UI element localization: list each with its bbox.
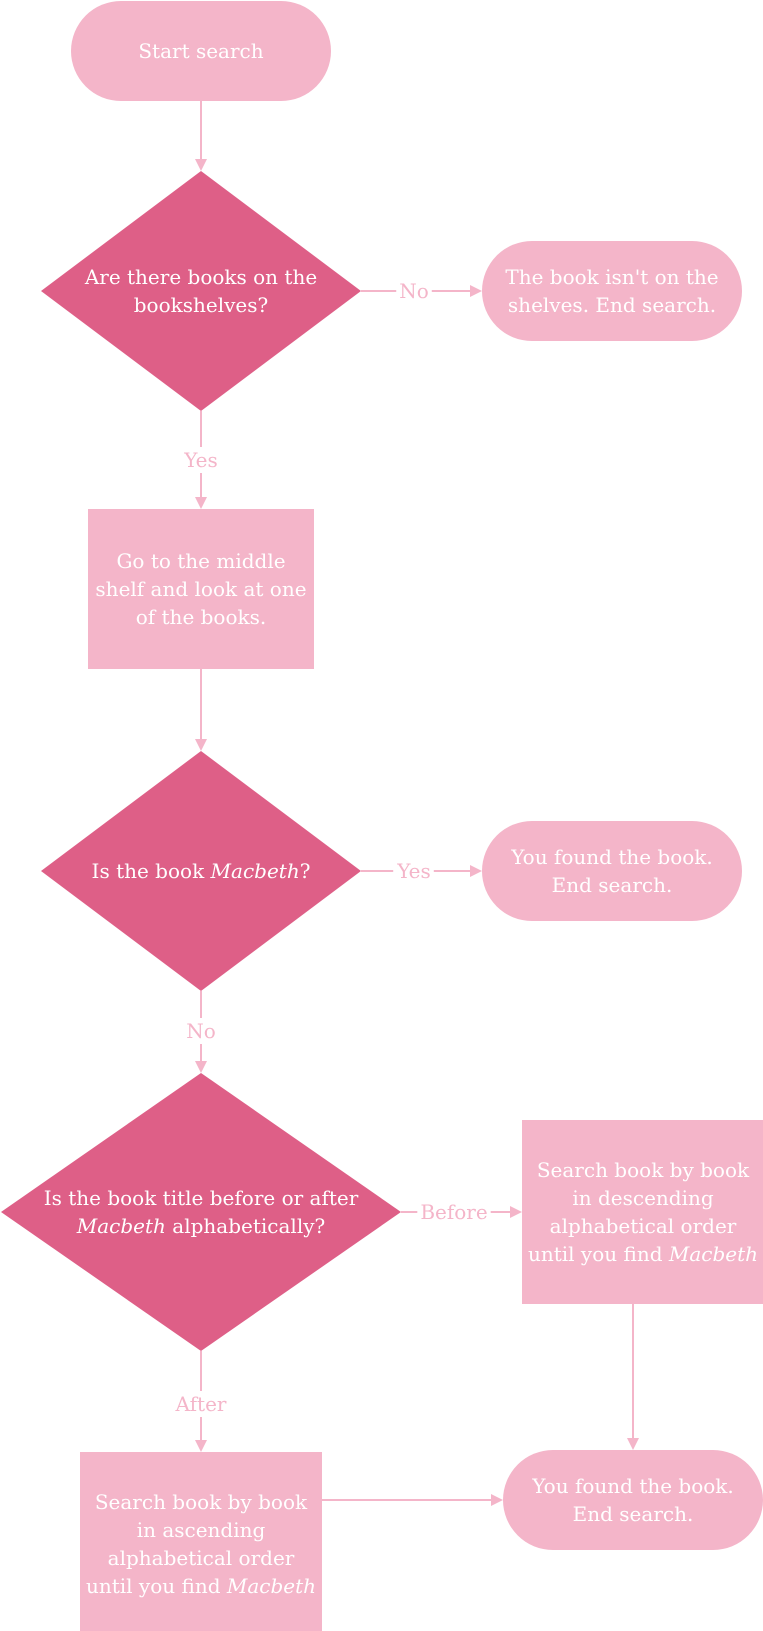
arrowhead	[195, 159, 207, 171]
node-text-segment: shelf and look at one	[95, 577, 306, 601]
node-text-segment: in descending	[572, 1186, 714, 1210]
node-text-segment: Is the book	[92, 859, 211, 883]
arrowhead	[510, 1206, 522, 1218]
edge-label-text: After	[175, 1392, 227, 1416]
node-text: You found the book. End search.	[510, 845, 713, 897]
arrowhead	[627, 1438, 639, 1450]
node-found-2: You found the book. End search.	[503, 1450, 763, 1550]
node-text-segment: Are there books on the	[84, 265, 317, 289]
node-not-on-shelves: The book isn't on the shelves. End search…	[482, 241, 742, 341]
process-shape	[80, 1452, 322, 1631]
node-text-segment: Search book by book	[95, 1490, 308, 1514]
node-text: Are there books on the bookshelves?	[84, 265, 317, 317]
node-text: You found the book. End search.	[531, 1474, 734, 1526]
arrowhead	[195, 497, 207, 509]
arrowhead	[470, 865, 482, 877]
edge-label-text: No	[186, 1019, 216, 1043]
node-text-segment: bookshelves?	[134, 293, 269, 317]
node-text-segment: alphabetically?	[166, 1214, 325, 1238]
node-text: Is the book Macbeth?	[92, 859, 311, 883]
edge-label-background	[180, 447, 221, 473]
node-text-segment: of the books.	[136, 605, 267, 629]
decision-shape	[41, 171, 361, 411]
arrowhead	[195, 1440, 207, 1452]
process-shape	[88, 509, 314, 669]
arrowhead	[195, 739, 207, 751]
arrowhead	[491, 1494, 503, 1506]
terminal-shape	[482, 821, 742, 921]
node-text-segment: End search.	[552, 873, 673, 897]
edge-label-yes: Yes	[180, 447, 221, 473]
terminal-shape	[503, 1450, 763, 1550]
node-search-asc: Search book by book in ascending alphabeti…	[80, 1452, 322, 1631]
terminal-shape	[71, 1, 331, 101]
edge-label-text: Yes	[396, 859, 431, 883]
node-middle-shelf: Go to the middle shelf and look at one of …	[88, 509, 314, 669]
node-text-segment: Macbeth	[226, 1574, 316, 1598]
edge-search-asc-to-found-2	[322, 1494, 503, 1506]
edge-label-background	[171, 1391, 230, 1417]
node-text-segment: alphabetical order	[550, 1214, 737, 1238]
node-text-segment: Macbeth	[668, 1242, 758, 1266]
edge-label-background	[183, 1018, 219, 1044]
node-search-desc: Search book by book in descending alphabet…	[522, 1120, 763, 1304]
terminal-shape	[482, 241, 742, 341]
arrowhead	[470, 285, 482, 297]
edge-label-text: Before	[420, 1200, 487, 1224]
node-start: Start search	[71, 1, 331, 101]
node-text: Search book by book in descending alphabet…	[528, 1158, 758, 1266]
edge-label-yes: Yes	[393, 858, 434, 884]
node-text-segment: You found the book.	[510, 845, 713, 869]
node-text: The book isn't on the shelves. End search…	[505, 265, 718, 317]
edge-label-before: Before	[417, 1199, 491, 1225]
node-text-segment: shelves. End search.	[508, 293, 716, 317]
node-text: Search book by book in ascending alphabeti…	[86, 1490, 316, 1598]
process-shape	[522, 1120, 763, 1304]
edge-label-text: No	[399, 279, 429, 303]
node-text-segment: Macbeth	[210, 859, 300, 883]
edge-label-background	[417, 1199, 491, 1225]
edge-label-after: After	[171, 1391, 230, 1417]
node-text-segment: Go to the middle	[116, 549, 285, 573]
node-text: Start search	[138, 39, 263, 63]
node-text-segment: Macbeth	[76, 1214, 166, 1238]
node-text-segment: until you find	[528, 1242, 669, 1266]
edge-label-background	[396, 278, 432, 304]
edge-label-text: Yes	[183, 448, 218, 472]
node-text-segment: Is the book title before or after	[44, 1186, 359, 1210]
node-text-segment: The book isn't on the	[505, 265, 718, 289]
node-text: Go to the middle shelf and look at one of …	[95, 549, 306, 629]
node-text-segment: alphabetical order	[108, 1546, 295, 1570]
node-q-books: Are there books on the bookshelves?	[41, 171, 361, 411]
edge-label-no: No	[183, 1018, 219, 1044]
decision-shape	[41, 751, 361, 991]
edge-label-background	[393, 858, 434, 884]
node-q-macbeth: Is the book Macbeth?	[41, 751, 361, 991]
node-text-segment: until you find	[86, 1574, 227, 1598]
edge-label-no: No	[396, 278, 432, 304]
node-text-segment: End search.	[573, 1502, 694, 1526]
node-text-segment: ?	[300, 859, 311, 883]
edge-search-desc-to-found-2	[627, 1304, 639, 1450]
node-text-segment: Search book by book	[537, 1158, 750, 1182]
node-text-segment: You found the book.	[531, 1474, 734, 1498]
node-found-1: You found the book. End search.	[482, 821, 742, 921]
node-text-segment: Start search	[138, 39, 263, 63]
arrowhead	[195, 1061, 207, 1073]
edge-middle-shelf-to-q-macbeth	[195, 669, 207, 751]
edge-start-to-q-books	[195, 101, 207, 171]
node-text-segment: in ascending	[137, 1518, 266, 1542]
decision-shape	[1, 1073, 401, 1351]
